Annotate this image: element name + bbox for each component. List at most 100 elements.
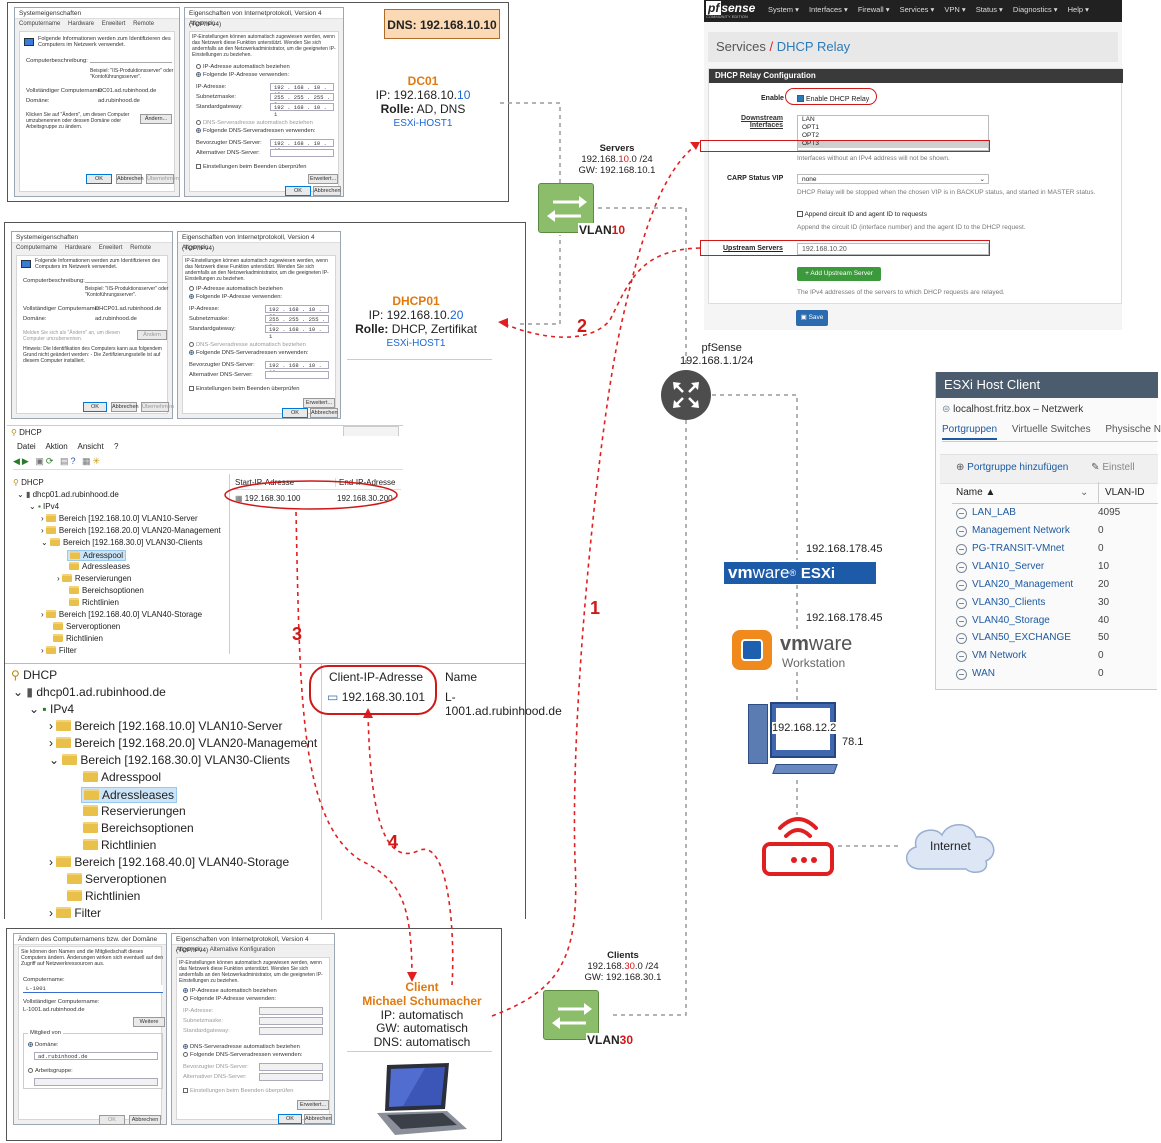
- tree-scope-30[interactable]: ⌄ Bereich [192.168.30.0] VLAN30-Clients: [41, 538, 203, 547]
- tab-remote[interactable]: Remote: [133, 21, 155, 27]
- dns1-input[interactable]: [259, 1063, 323, 1071]
- gateway-input[interactable]: 192 . 168 . 10 . 1: [270, 103, 334, 118]
- auto-dns-radio[interactable]: DNS-Serveradresse automatisch beziehen: [189, 342, 306, 348]
- domain-input[interactable]: ad.rubinhood.de: [34, 1052, 158, 1060]
- tree-richtlinien[interactable]: Richtlinien: [67, 889, 140, 903]
- tab-virtuelle-switches[interactable]: Virtuelle Switches: [1011, 424, 1091, 435]
- advanced-button[interactable]: Erweitert...: [303, 398, 335, 408]
- refresh-icon[interactable]: ⟳: [45, 456, 56, 466]
- col-name[interactable]: Name: [445, 670, 478, 684]
- gateway-input[interactable]: 192 . 168 . 10 . 1: [265, 325, 329, 340]
- apply-button[interactable]: Übernehmen: [141, 402, 174, 412]
- fixed-ip-radio[interactable]: Folgende IP-Adresse verwenden:: [183, 996, 276, 1002]
- tree-adressleases[interactable]: Adressleases: [69, 562, 130, 571]
- carp-select[interactable]: none⌄: [797, 174, 989, 184]
- console-title-tab[interactable]: [343, 426, 399, 436]
- fixed-dns-radio[interactable]: Folgende DNS-Serveradressen verwenden:: [189, 350, 308, 356]
- col-name[interactable]: Name ▲: [956, 487, 996, 498]
- tab-physische-nics[interactable]: Physische N: [1105, 424, 1161, 435]
- domain-radio[interactable]: Domäne:: [28, 1042, 59, 1048]
- tab-erweitert[interactable]: Erweitert: [98, 245, 123, 251]
- fixed-ip-radio[interactable]: Folgende IP-Adresse verwenden:: [196, 72, 289, 78]
- tree-root[interactable]: ⚲ DHCP: [13, 478, 44, 487]
- cancel-button[interactable]: Abbrechen: [310, 408, 338, 418]
- tab-portgruppen[interactable]: Portgruppen: [942, 424, 998, 440]
- dns2-input[interactable]: [270, 149, 334, 157]
- append-checkbox[interactable]: Append circuit ID and agent ID to reques…: [797, 211, 927, 218]
- tree-scope-10[interactable]: › Bereich [192.168.10.0] VLAN10-Server: [41, 514, 198, 523]
- breadcrumb-dhcp-relay[interactable]: DHCP Relay: [776, 39, 851, 54]
- cancel-button[interactable]: Abbrechen: [313, 186, 341, 196]
- pool-row[interactable]: ▦ 192.168.30.100 192.168.30.200: [235, 494, 401, 503]
- up-icon[interactable]: ▣: [35, 456, 46, 466]
- tab-hardware[interactable]: Hardware: [68, 21, 95, 27]
- upstream-input[interactable]: 192.168.10.20: [797, 243, 989, 255]
- tree-root[interactable]: ⚲ DHCP: [11, 668, 58, 682]
- breadcrumb-services[interactable]: Services: [716, 39, 766, 54]
- tree-ipv4[interactable]: ⌄ ▪ IPv4: [29, 502, 60, 511]
- validate-checkbox[interactable]: Einstellungen beim Beenden überprüfen: [183, 1088, 293, 1094]
- change-button[interactable]: Ändern: [137, 330, 167, 340]
- tree-bereichsoptionen[interactable]: Bereichsoptionen: [83, 821, 194, 835]
- add-upstream-button[interactable]: + Add Upstream Server: [797, 267, 881, 281]
- cancel-button[interactable]: Abbrechen: [304, 1114, 332, 1124]
- tree-reservierungen[interactable]: Reservierungen: [83, 804, 186, 818]
- star-icon[interactable]: ✳: [92, 456, 103, 466]
- auto-ip-radio[interactable]: IP-Adresse automatisch beziehen: [189, 286, 283, 292]
- console-splitter[interactable]: [229, 474, 230, 654]
- fixed-dns-radio[interactable]: Folgende DNS-Serveradressen verwenden:: [196, 128, 315, 134]
- portgroup-lan-lab[interactable]: LAN_LAB: [972, 507, 1016, 518]
- mask-input[interactable]: [259, 1017, 323, 1025]
- ok-button[interactable]: OK: [99, 1115, 125, 1125]
- col-client-ip[interactable]: Client-IP-Adresse: [329, 670, 424, 684]
- menu-aktion[interactable]: Aktion: [45, 442, 68, 451]
- iface-opt2[interactable]: OPT2: [802, 132, 819, 139]
- tab-alternative[interactable]: Alternative Konfiguration: [209, 947, 276, 953]
- tree-scope-20[interactable]: › Bereich [192.168.20.0] VLAN20-Manageme…: [41, 526, 221, 535]
- tree-scope-30[interactable]: ⌄ Bereich [192.168.30.0] VLAN30-Clients: [49, 753, 290, 767]
- fixed-dns-radio[interactable]: Folgende DNS-Serveradressen verwenden:: [183, 1052, 302, 1058]
- validate-checkbox[interactable]: Einstellungen beim Beenden überprüfen: [196, 164, 306, 170]
- downstream-listbox[interactable]: LAN OPT1 OPT2 OPT3: [797, 115, 989, 151]
- iface-lan[interactable]: LAN: [802, 116, 815, 123]
- tree-reservierungen[interactable]: › Reservierungen: [57, 574, 132, 583]
- col-end-ip[interactable]: End-IP-Adresse: [335, 478, 395, 487]
- view-icon[interactable]: ▦: [81, 456, 93, 466]
- cancel-button[interactable]: Abbrechen: [116, 174, 144, 184]
- chevron-down-icon[interactable]: ⌄: [1080, 487, 1089, 498]
- menu-diagnostics[interactable]: Diagnostics ▾: [1012, 5, 1058, 14]
- menu-interfaces[interactable]: Interfaces ▾: [808, 5, 848, 14]
- export-icon[interactable]: ▤: [59, 456, 71, 466]
- tree-filter[interactable]: › Filter: [41, 646, 77, 655]
- advanced-button[interactable]: Erweitert...: [297, 1100, 329, 1110]
- help-icon[interactable]: ?: [70, 456, 78, 466]
- portgroup-vlan40-storage[interactable]: VLAN40_Storage: [972, 615, 1050, 626]
- tree-scope-20[interactable]: › Bereich [192.168.20.0] VLAN20-Manageme…: [49, 736, 318, 750]
- save-button[interactable]: ▣ Save: [796, 310, 828, 326]
- tree-richtlinien-scope[interactable]: Richtlinien: [83, 838, 156, 852]
- portgroup-vlan20-management[interactable]: VLAN20_Management: [972, 579, 1074, 590]
- tree-serveroptionen[interactable]: Serveroptionen: [53, 622, 120, 631]
- menu-vpn[interactable]: VPN ▾: [944, 5, 966, 14]
- tree-server[interactable]: ⌄ ▮ dhcp01.ad.rubinhood.de: [17, 490, 119, 499]
- portgroup-vlan50-exchange[interactable]: VLAN50_EXCHANGE: [972, 632, 1071, 643]
- dns2-input[interactable]: [259, 1073, 323, 1081]
- portgroup-wan[interactable]: WAN: [972, 668, 995, 679]
- change-button[interactable]: Ändern...: [140, 114, 172, 124]
- col-vlan-id[interactable]: VLAN-ID: [1098, 482, 1144, 504]
- back-icon[interactable]: ◀: [13, 456, 22, 466]
- auto-ip-radio[interactable]: IP-Adresse automatisch beziehen: [183, 988, 277, 994]
- menu-ansicht[interactable]: Ansicht: [77, 442, 104, 451]
- tree-filter[interactable]: › Filter: [49, 906, 102, 920]
- menu-status[interactable]: Status ▾: [975, 5, 1003, 14]
- enable-checkbox[interactable]: Enable DHCP Relay: [797, 95, 869, 103]
- workgroup-input[interactable]: [34, 1078, 158, 1086]
- more-button[interactable]: Weitere: [133, 1017, 165, 1027]
- gateway-input[interactable]: [259, 1027, 323, 1035]
- forward-icon[interactable]: ▶: [21, 456, 31, 466]
- menu-help[interactable]: ?: [113, 442, 119, 451]
- tree-adresspool[interactable]: Adresspool: [83, 770, 161, 784]
- auto-dns-radio[interactable]: DNS-Serveradresse automatisch beziehen: [183, 1044, 300, 1050]
- add-portgroup-button[interactable]: ⊕ Portgruppe hinzufügen: [956, 462, 1069, 473]
